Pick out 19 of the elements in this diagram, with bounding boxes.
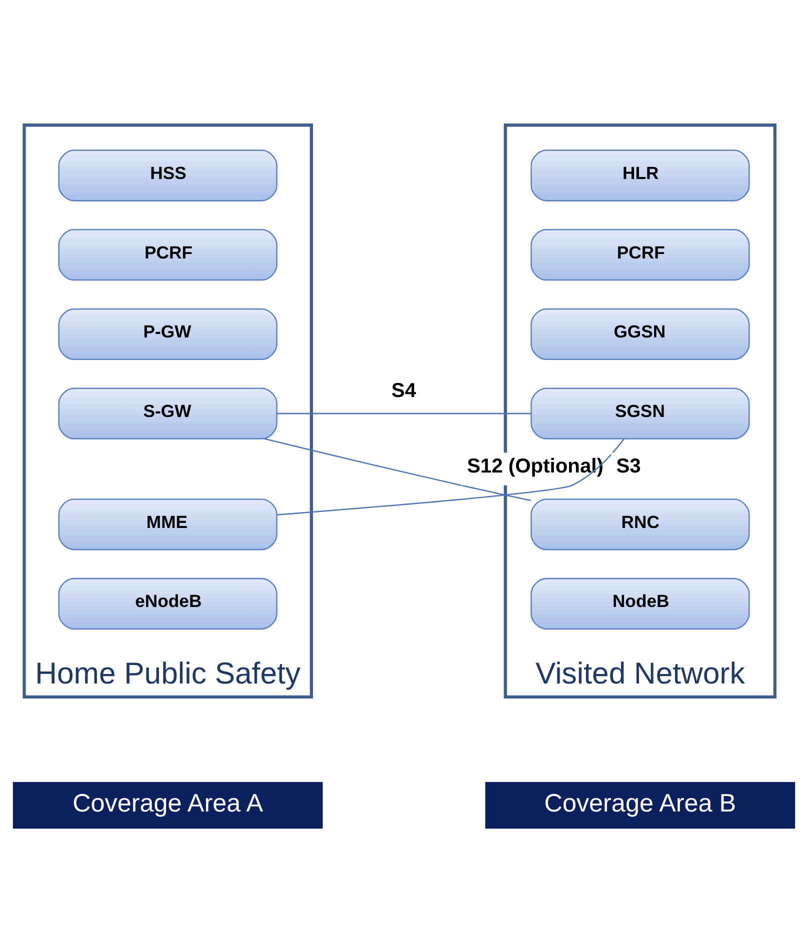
node-box: RNC: [530, 498, 750, 550]
connector: [277, 438, 625, 515]
edge-label: S3: [616, 455, 641, 478]
node-box: PCRF: [530, 228, 750, 280]
edge-label: S4: [391, 379, 416, 402]
node-box: Coverage Area A: [12, 781, 323, 828]
node-box: MME: [58, 498, 278, 550]
connector: [276, 412, 531, 414]
node-box: HSS: [58, 149, 278, 201]
node-box: SGSN: [530, 387, 750, 439]
node-box: eNodeB: [58, 577, 278, 630]
node-box: PCRF: [58, 228, 278, 280]
node-box: P-GW: [58, 308, 278, 360]
node-box: NodeB: [530, 577, 750, 630]
node-box: GGSN: [530, 308, 750, 360]
node-box: Coverage Area B: [485, 781, 796, 828]
node-box: HLR: [530, 149, 750, 201]
connector: [264, 438, 531, 501]
node-box: S-GW: [58, 387, 278, 439]
